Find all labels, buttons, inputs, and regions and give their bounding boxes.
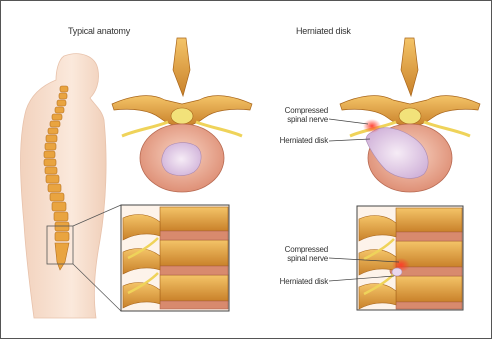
typical-lateral-detail — [121, 205, 229, 311]
label-line: spinal nerve — [262, 115, 328, 124]
label-line: Compressed — [262, 106, 328, 115]
typical-vertebra-top-view — [112, 38, 252, 192]
label-herniated-disk-bottom: Herniated disk — [262, 277, 328, 286]
label-line: spinal nerve — [262, 254, 328, 263]
label-compressed-nerve-bottom: Compressed spinal nerve — [262, 245, 328, 263]
label-line: Compressed — [262, 245, 328, 254]
herniated-vertebra-top-view — [340, 38, 480, 192]
herniated-lateral-detail — [357, 206, 463, 310]
label-herniated-disk-top: Herniated disk — [262, 136, 328, 145]
label-compressed-nerve-top: Compressed spinal nerve — [262, 106, 328, 124]
